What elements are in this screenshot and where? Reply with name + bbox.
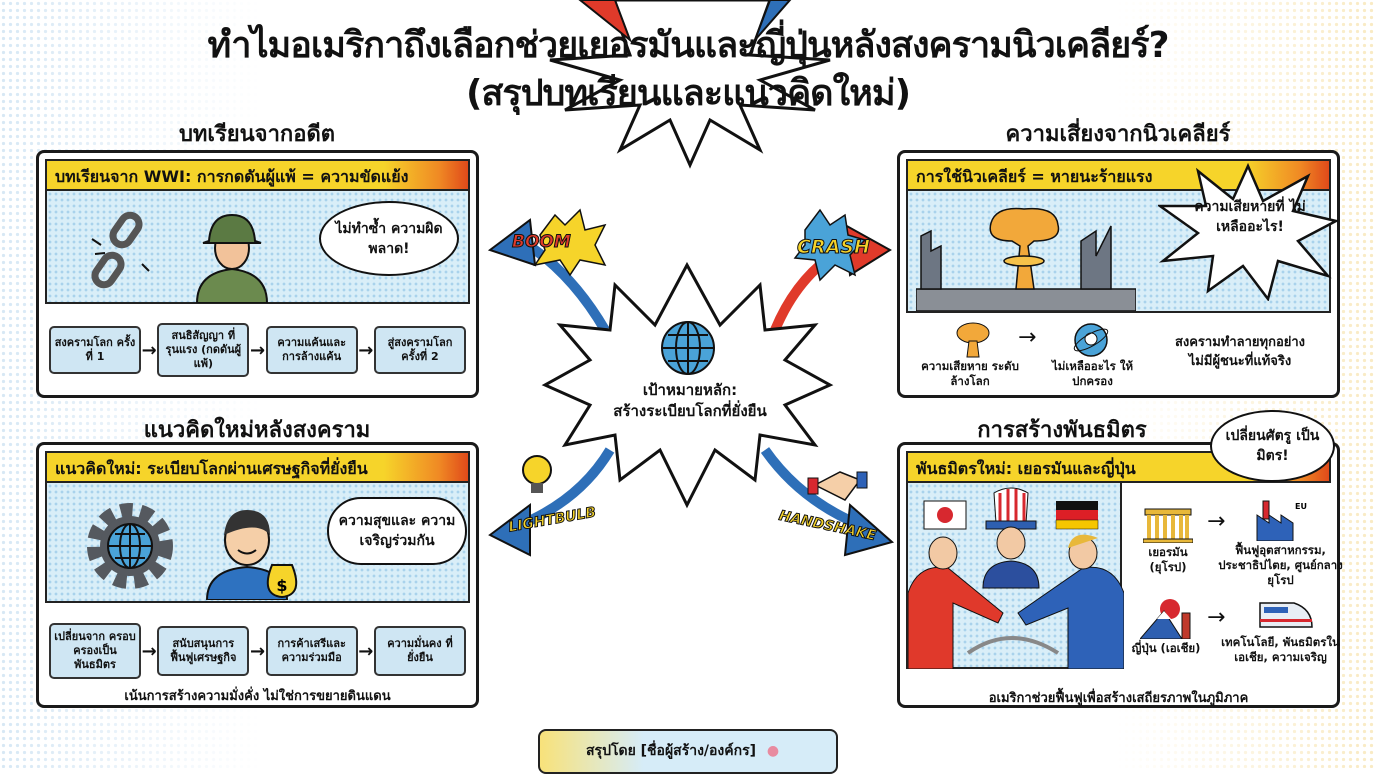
flow-step: การค้าเสรีและ ความร่วมมือ — [265, 626, 358, 676]
nuclear-illustration: ความเสียหายที่ ไม่เหลืออะไร! — [906, 162, 1338, 313]
page-subtitle: (สรุปบทเรียนและแนวคิดใหม่) — [465, 73, 911, 114]
japan-label: ญี่ปุ่น (เอเชีย) — [1131, 641, 1201, 655]
happy-person-money-icon: $ — [205, 510, 298, 600]
alliance-panel: พันธมิตรใหม่: เยอรมันและญี่ปุ่น เปลี่ยนศ… — [897, 410, 1343, 708]
newidea-flow: เปลี่ยนจาก ครอบครองเป็น พันธมิตร→ สนับสน… — [49, 623, 466, 679]
arrow-head — [487, 218, 537, 267]
burst-bubble-shape — [1158, 162, 1338, 301]
nuclear-summary: สงครามทำลายทุกอย่าง ไม่มีผู้ชนะที่แท้จริ… — [1150, 333, 1330, 371]
alliance-illustration — [906, 483, 1125, 670]
svg-text:$: $ — [276, 576, 287, 595]
nuclear-summary-line2: ไม่มีผู้ชนะที่แท้จริง — [1188, 354, 1292, 369]
flow-step: สนธิสัญญา ที่รุนแรง (กดดันผู้แพ้) — [157, 323, 250, 377]
flow-step: ความมั่นคง ที่ยั่งยืน — [373, 626, 466, 676]
gear-globe-icon — [87, 503, 173, 589]
flow-step: ความแค้นและ การล้างแค้น — [265, 326, 358, 374]
mount-fuji-pagoda-icon — [1140, 599, 1191, 639]
arrow-right-icon: → — [249, 339, 266, 361]
flow-step: สู่สงครามโลก ครั้งที่ 2 — [373, 326, 466, 374]
nuclear-summary-line1: สงครามทำลายทุกอย่าง — [1174, 335, 1306, 350]
arrow-right-icon: → — [141, 339, 157, 361]
nuclear-burst-text: ความเสียหายที่ ไม่เหลืออะไร! — [1194, 199, 1306, 235]
explosion-icon — [533, 208, 607, 277]
section-title-alliance: การสร้างพันธมิตร — [977, 418, 1147, 443]
center-goal-line1: เป้าหมายหลัก: — [642, 381, 738, 399]
arrow-to-newidea — [518, 447, 615, 530]
footer-credit: สรุปโดย [ชื่อผู้สร้าง/องค์กร] — [586, 743, 757, 759]
center-goal-line2: สร้างระเบียบโลกที่ยั่งยืน — [613, 402, 767, 420]
center-burst-diagram — [487, 208, 895, 557]
nuclear-header: การใช้นิวเคลียร์ = หายนะร้ายแรง — [906, 159, 1331, 191]
arrow-to-alliance — [760, 447, 862, 530]
handshake-scene-icon — [907, 487, 1125, 670]
alliance-note: อเมริกาช่วยฟื้นฟูเพื่อสร้างเสถียรภาพในภู… — [988, 691, 1249, 706]
brain-lightbulb-icon: ● — [766, 743, 780, 759]
arrow-right-icon: → — [1018, 325, 1037, 350]
germany-result: ฟื้นฟูอุตสาหกรรม, ประชาธิปไตย, ศูนย์กลาง… — [1218, 543, 1343, 587]
newidea-header: แนวคิดใหม่: ระเบียบโลกผ่านเศรษฐกิจที่ยั่… — [45, 451, 470, 483]
arrow-head — [843, 502, 895, 557]
page-title: ทำไมอเมริกาถึงเลือกช่วยเยอรมันและญี่ปุ่น… — [207, 25, 1170, 66]
crash-burst-icon — [793, 208, 867, 282]
past-speech-bubble: ไม่ทำซ้ำ ความผิดพลาด! — [319, 201, 459, 276]
footer-credit-box: สรุปโดย [ชื่อผู้สร้าง/องค์กร] ● — [538, 729, 838, 774]
boom-label: BOOM — [512, 232, 572, 253]
newidea-panel: แนวคิดใหม่: ระเบียบโลกผ่านเศรษฐกิจที่ยั่… — [36, 442, 479, 708]
eu-label: EU — [1295, 502, 1307, 511]
nuclear-panel: การใช้นิวเคลียร์ = หายนะร้ายแรง ความเสีย… — [897, 150, 1340, 398]
title-burst-icon — [549, 0, 831, 169]
handshake-icon — [807, 471, 868, 501]
globe-icon — [661, 321, 715, 375]
soldier-icon — [195, 213, 269, 303]
flow-step: สงครามโลก ครั้งที่ 1 — [49, 326, 141, 374]
arrow-right-icon: → — [358, 339, 374, 361]
flow-step: เปลี่ยนจาก ครอบครองเป็น พันธมิตร — [49, 623, 141, 679]
arrow-right-icon: → — [141, 640, 157, 662]
arrow-right-icon: → — [249, 640, 266, 662]
center-burst-shape — [541, 261, 834, 509]
section-title-past: บทเรียนจากอดีต — [178, 122, 336, 147]
eu-factory-icon: EU — [1256, 500, 1307, 541]
past-header: บทเรียนจาก WWI: การกดดันผู้แพ้ = ความขัด… — [45, 159, 470, 191]
japan-result: เทคโนโลยี, พันธมิตรในเอเชีย, ความเจริญ — [1221, 635, 1340, 664]
newidea-illustration: $ ความสุขและ ความเจริญร่วมกัน — [45, 483, 470, 603]
section-title-nuclear: ความเสี่ยงจากนิวเคลียร์ — [1005, 122, 1231, 147]
lightbulb-icon — [522, 455, 552, 493]
arrow-right-icon: → — [1207, 605, 1226, 630]
skull-globe-icon — [1073, 323, 1109, 357]
mushroom-cloud-icon — [956, 322, 990, 358]
section-title-newidea: แนวคิดใหม่หลังสงคราม — [143, 418, 371, 443]
nuclear-item-2: ไม่เหลืออะไร ให้ปกครอง — [1051, 359, 1134, 388]
past-illustration: ไม่ทำซ้ำ ความผิดพลาด! — [45, 191, 470, 304]
arrow-right-icon: → — [358, 640, 374, 662]
bullet-train-icon — [1259, 602, 1313, 628]
broken-chain-icon — [91, 211, 150, 289]
newidea-thought-bubble: ความสุขและ ความเจริญร่วมกัน — [327, 497, 467, 565]
center-goal-text: เป้าหมายหลัก: สร้างระเบียบโลกที่ยั่งยืน — [540, 380, 840, 422]
flow-step: สนับสนุนการ ฟื้นฟูเศรษฐกิจ — [157, 626, 250, 676]
past-flow: สงครามโลก ครั้งที่ 1→ สนธิสัญญา ที่รุนแร… — [49, 323, 466, 377]
crash-label: CRASH — [797, 236, 871, 259]
alliance-speech-bubble: เปลี่ยนศัตรู เป็นมิตร! — [1210, 410, 1335, 482]
mushroom-cloud-city-icon — [916, 207, 1136, 311]
newidea-note: เน้นการสร้างความมั่งคั่ง ไม่ใช่การขยายดิ… — [124, 689, 391, 704]
germany-label: เยอรมัน (ยุโรป) — [1148, 545, 1188, 574]
past-panel: บทเรียนจาก WWI: การกดดันผู้แพ้ = ความขัด… — [36, 150, 479, 398]
brandenburg-gate-icon — [1143, 508, 1193, 543]
nuclear-item-1: ความเสียหาย ระดับล้างโลก — [921, 359, 1019, 388]
arrow-head — [488, 503, 531, 557]
arrow-right-icon: → — [1207, 509, 1226, 534]
